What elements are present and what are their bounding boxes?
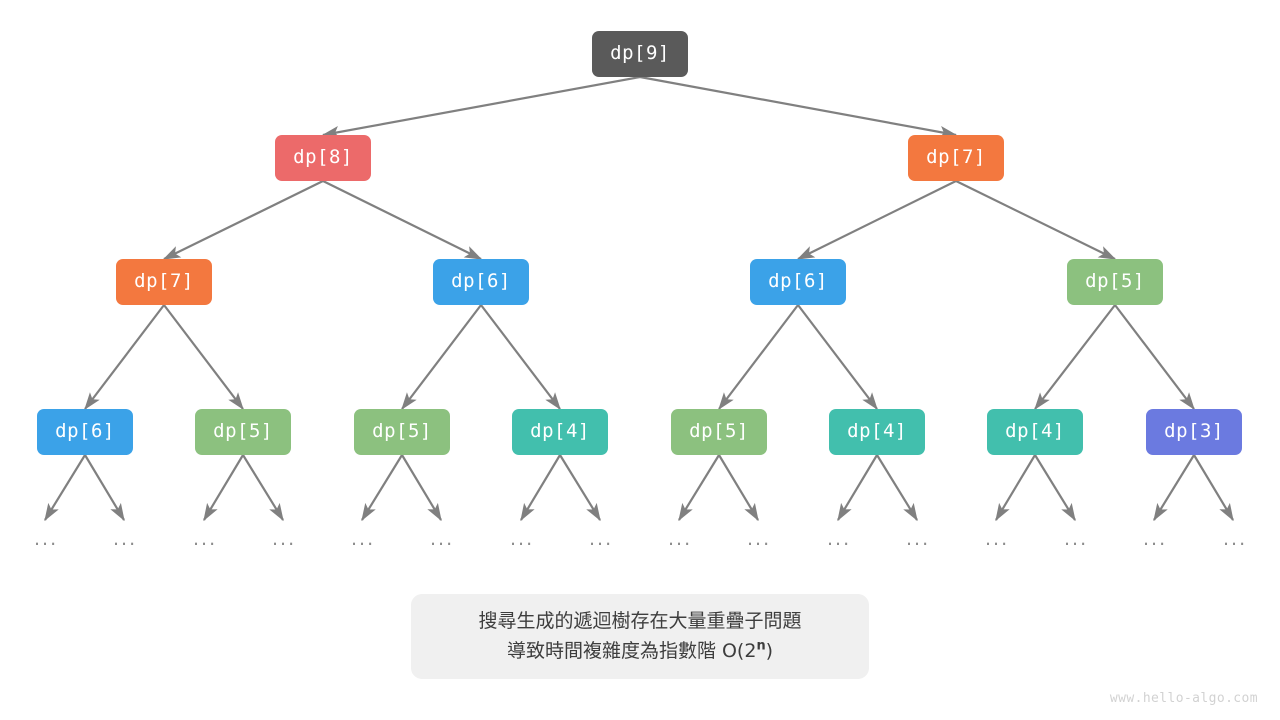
tree-node-label: dp[7] <box>134 270 194 292</box>
tree-node-label: dp[4] <box>847 420 907 442</box>
caption-box: 搜尋生成的遞迴樹存在大量重疊子問題 導致時間複雜度為指數階 O(2n) <box>411 594 869 679</box>
ellipsis-marker: ... <box>668 528 693 550</box>
tree-node-label: dp[4] <box>530 420 590 442</box>
tree-edge <box>1193 454 1234 522</box>
tree-edge <box>639 75 958 139</box>
ellipsis-marker: ... <box>1223 528 1248 550</box>
tree-node-dp8-l1-0[interactable]: dp[8] <box>275 135 371 181</box>
tree-edge <box>242 454 284 522</box>
tree-node-dp7-l1-1[interactable]: dp[7] <box>908 135 1004 181</box>
tree-node-dp5-l2-3[interactable]: dp[5] <box>1067 259 1163 305</box>
tree-node-dp6-l2-1[interactable]: dp[6] <box>433 259 529 305</box>
tree-edge <box>1153 454 1195 522</box>
tree-node-label: dp[5] <box>1085 270 1145 292</box>
tree-edge <box>559 454 601 522</box>
ellipsis-marker: ... <box>985 528 1010 550</box>
tree-edge <box>401 454 442 522</box>
tree-node-label: dp[5] <box>689 420 749 442</box>
caption-exponent: n <box>756 638 766 654</box>
tree-edge <box>84 304 165 411</box>
tree-node-label: dp[5] <box>372 420 432 442</box>
tree-node-label: dp[3] <box>1164 420 1224 442</box>
tree-edge <box>163 304 244 411</box>
tree-node-label: dp[6] <box>451 270 511 292</box>
edge-group <box>44 75 1234 522</box>
tree-edge <box>678 454 720 522</box>
ellipsis-marker: ... <box>113 528 138 550</box>
tree-edge <box>321 75 641 139</box>
ellipsis-marker: ... <box>827 528 852 550</box>
tree-edge <box>480 304 561 411</box>
ellipsis-marker: ... <box>193 528 218 550</box>
ellipsis-marker: ... <box>430 528 455 550</box>
tree-edge <box>520 454 561 522</box>
tree-edge <box>361 454 403 522</box>
tree-edge <box>995 454 1036 522</box>
tree-node-dp5-l3-4[interactable]: dp[5] <box>671 409 767 455</box>
tree-edge <box>401 304 482 411</box>
tree-edge <box>162 180 324 260</box>
ellipsis-marker: ... <box>1143 528 1168 550</box>
tree-node-label: dp[6] <box>55 420 115 442</box>
tree-node-dp5-l3-2[interactable]: dp[5] <box>354 409 450 455</box>
tree-edge <box>84 454 125 522</box>
tree-edge <box>322 180 483 260</box>
tree-edge <box>876 454 918 522</box>
tree-node-dp9-l0-0[interactable]: dp[9] <box>592 31 688 77</box>
tree-edge <box>1114 304 1195 411</box>
tree-edge <box>1034 454 1076 522</box>
tree-node-dp4-l3-6[interactable]: dp[4] <box>987 409 1083 455</box>
tree-edge <box>718 454 759 522</box>
caption-line-2-suffix: ) <box>765 639 774 662</box>
tree-edge <box>796 180 957 260</box>
tree-node-label: dp[4] <box>1005 420 1065 442</box>
tree-node-dp5-l3-1[interactable]: dp[5] <box>195 409 291 455</box>
watermark: www.hello-algo.com <box>1109 691 1258 706</box>
ellipsis-marker: ... <box>747 528 772 550</box>
tree-edge <box>797 304 878 411</box>
caption-line-2: 導致時間複雜度為指數階 O(2n) <box>507 639 773 665</box>
ellipsis-marker: ... <box>1064 528 1089 550</box>
tree-node-dp3-l3-7[interactable]: dp[3] <box>1146 409 1242 455</box>
caption-line-2-prefix: 導致時間複雜度為指數階 O(2 <box>506 639 757 662</box>
tree-edge <box>44 454 86 522</box>
tree-node-label: dp[7] <box>926 146 986 168</box>
tree-edge <box>837 454 878 522</box>
ellipsis-marker: ... <box>510 528 535 550</box>
ellipsis-marker: ... <box>589 528 614 550</box>
ellipsis-marker: ... <box>351 528 376 550</box>
tree-edge <box>1034 304 1116 411</box>
tree-node-dp4-l3-5[interactable]: dp[4] <box>829 409 925 455</box>
tree-node-label: dp[8] <box>293 146 353 168</box>
ellipsis-marker: ... <box>272 528 297 550</box>
tree-node-label: dp[9] <box>610 42 670 64</box>
tree-edge <box>718 304 799 411</box>
tree-node-dp6-l2-2[interactable]: dp[6] <box>750 259 846 305</box>
tree-node-dp7-l2-0[interactable]: dp[7] <box>116 259 212 305</box>
tree-node-label: dp[6] <box>768 270 828 292</box>
tree-node-dp6-l3-0[interactable]: dp[6] <box>37 409 133 455</box>
tree-edge <box>203 454 244 522</box>
tree-node-label: dp[5] <box>213 420 273 442</box>
ellipsis-marker: ... <box>906 528 931 550</box>
caption-line-1: 搜尋生成的遞迴樹存在大量重疊子問題 <box>478 609 802 632</box>
tree-edge <box>955 180 1117 260</box>
ellipsis-marker: ... <box>34 528 59 550</box>
tree-node-dp4-l3-3[interactable]: dp[4] <box>512 409 608 455</box>
